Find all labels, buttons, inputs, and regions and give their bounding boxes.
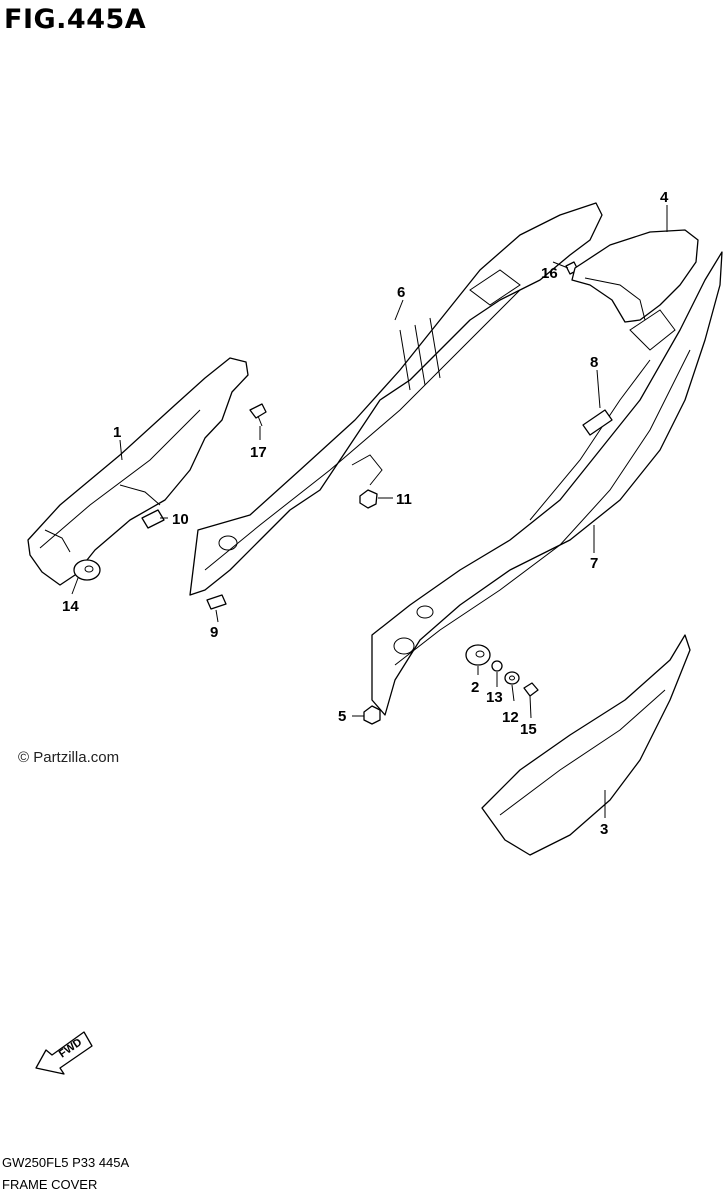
callout-13: 13 <box>486 689 503 706</box>
part-5-nut[interactable] <box>363 705 381 725</box>
callout-9: 9 <box>210 624 218 641</box>
part-4-tail-cover[interactable] <box>571 229 699 323</box>
callout-12: 12 <box>502 709 519 726</box>
part-9-clip[interactable] <box>206 594 227 610</box>
part-11-nut[interactable] <box>359 489 378 509</box>
watermark-text: © Partzilla.com <box>18 749 120 766</box>
part-13-collar[interactable] <box>491 660 503 672</box>
callout-14: 14 <box>62 598 79 615</box>
callout-3: 3 <box>600 821 608 838</box>
leader-lines <box>71 205 668 818</box>
part-1-inner-cover[interactable] <box>27 357 249 586</box>
part-8-clip[interactable] <box>582 409 613 436</box>
callout-2: 2 <box>471 679 479 696</box>
part-17-screw[interactable] <box>249 403 267 427</box>
callout-8: 8 <box>590 354 598 371</box>
part-3-lower-cover[interactable] <box>481 634 691 856</box>
part-10-clip[interactable] <box>141 509 165 529</box>
callout-15: 15 <box>520 721 537 738</box>
callout-7: 7 <box>590 555 598 572</box>
part-12-washer[interactable] <box>504 671 520 685</box>
callout-17: 17 <box>250 444 267 461</box>
callout-11: 11 <box>396 491 412 508</box>
part-6-frame-cover[interactable] <box>189 202 603 596</box>
figure-code: GW250FL5 P33 445A <box>2 1155 130 1170</box>
fwd-arrow-icon: FWD <box>35 1031 93 1075</box>
callout-4: 4 <box>660 189 669 206</box>
part-2-grommet[interactable] <box>465 644 491 666</box>
part-14-grommet[interactable] <box>73 559 101 581</box>
part-7-side-cover[interactable] <box>371 251 723 716</box>
figure-title: FIG.445A <box>4 4 147 35</box>
callout-6: 6 <box>397 284 405 301</box>
callout-16: 16 <box>541 265 558 282</box>
callout-10: 10 <box>172 511 189 528</box>
figure-caption: FRAME COVER <box>2 1177 98 1192</box>
callout-5: 5 <box>338 708 346 725</box>
part-15-bolt[interactable] <box>523 682 539 697</box>
callout-1: 1 <box>113 424 121 441</box>
